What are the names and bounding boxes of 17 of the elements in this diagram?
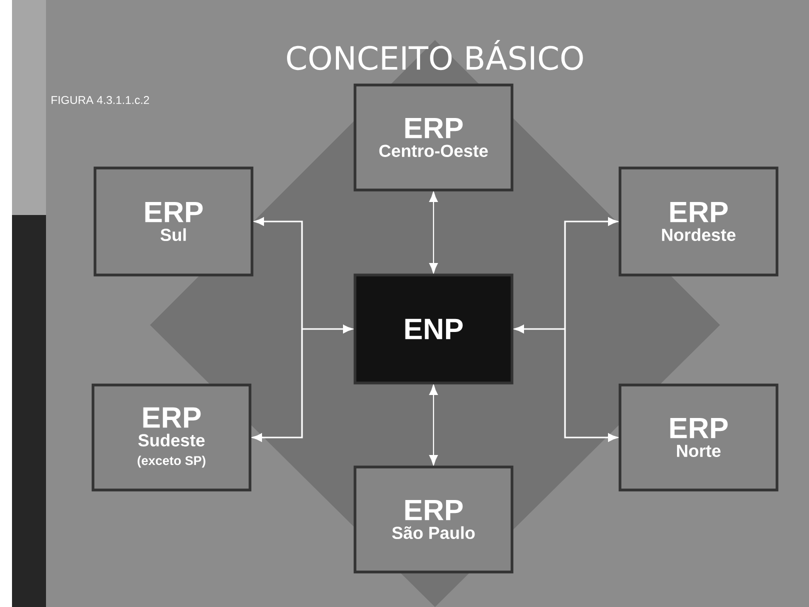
- erp-box: ERP Nordeste: [618, 166, 778, 276]
- erp-box: ENP: [354, 274, 514, 384]
- connector-arrow: [514, 324, 565, 334]
- title: CONCEITO BÁSICO: [287, 40, 583, 70]
- erp-box: ERP São Paulo: [354, 466, 514, 574]
- erp-box: ERP Sul: [94, 166, 254, 276]
- figure-label: FIGURA 4.3.1.1.c.2: [52, 96, 150, 104]
- erp-box: ERP Centro-Oeste: [354, 84, 514, 192]
- erp-box: ERP Norte: [618, 384, 778, 492]
- connector-arrow: [564, 217, 618, 329]
- erp-box: ERP Sudeste (exceto SP): [92, 384, 252, 492]
- connector-arrow: [254, 217, 303, 329]
- connector-arrow: [564, 329, 618, 442]
- connector-arrow: [429, 192, 438, 274]
- connector-arrow: [429, 384, 438, 466]
- connector-arrow: [302, 324, 353, 334]
- connector-arrow: [252, 329, 303, 442]
